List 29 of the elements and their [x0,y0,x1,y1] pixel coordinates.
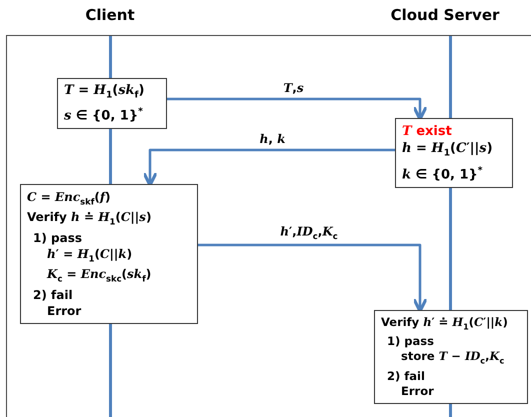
column-header: Cloud Server [390,6,500,24]
formula-text: 1) pass [386,334,435,350]
formula-text: h = H$_{1}$(C′||s) [402,140,494,161]
formula-text: h′ = H$_{1}$(C||k) [46,246,134,266]
process-box [57,78,167,129]
formula-text: Error [46,302,82,319]
process-box [20,184,198,324]
formula-text: K$_{c}$ = Enc$_{sk}$$_{c}$(sk$_{f}$) [46,266,152,286]
arrow [167,98,428,121]
formula-text: 1) pass [32,230,83,246]
formula-text: T = H$_{1}$(sk$_{f}$) [64,83,146,103]
arrow [142,148,395,187]
formula-text: store T − ID$_{c}$,K$_{c}$ [400,349,506,368]
formula-text: Error [400,384,435,399]
process-box [374,310,528,404]
formula-text: Verify h′ ≐ H$_{1}$(C′||k) [381,315,509,334]
edge-label: h′,ID$_{c}$,K$_{c}$ [278,224,340,241]
edge-label: h, k [258,132,288,146]
formula-text: T exist [402,123,453,140]
arrow [198,244,428,313]
edge-label: T,s [281,81,306,95]
formula-text: C = Enc$_{sk}$$_{f}$(f) [27,189,112,208]
formula-text: s ∈ {0, 1}$^{*}$ [64,106,144,124]
formula-text: k ∈ {0, 1}$^{*}$ [402,164,484,183]
formula-text: 2) fail [386,368,426,384]
process-box [395,118,513,188]
column-header: Client [85,6,135,24]
formula-text: Verify h ≐ H$_{1}$(C||s) [27,209,152,229]
formula-text: 2) fail [32,286,74,303]
